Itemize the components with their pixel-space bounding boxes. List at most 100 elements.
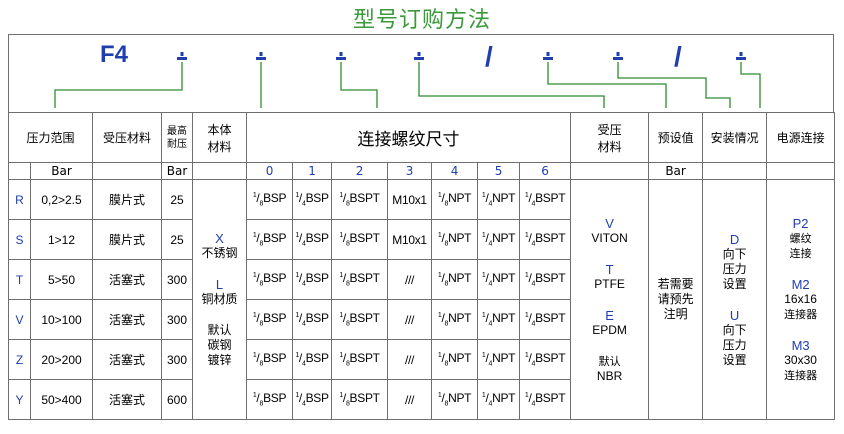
code-slot-marker bbox=[736, 57, 746, 60]
connection-cell: 1/4BSP bbox=[292, 219, 333, 260]
thread-numerator: 1 bbox=[295, 232, 299, 240]
connection-cell: 1/4BSPT bbox=[519, 179, 572, 220]
order-code-svg: F4 / / bbox=[54, 41, 761, 108]
thread-type: BSP bbox=[263, 231, 287, 246]
code-slot-marker bbox=[177, 57, 187, 60]
conn-col-2: 2 bbox=[331, 162, 389, 180]
max-pressure-value: 300 bbox=[161, 339, 194, 380]
connection-cell: 1/4NPT bbox=[477, 299, 521, 340]
conn-col-6: 6 bbox=[519, 162, 572, 180]
thread-denominator: 8 bbox=[444, 400, 449, 408]
leader-line bbox=[547, 62, 667, 108]
connection-cell: 1/4NPT bbox=[477, 219, 521, 260]
thread-type: /// bbox=[404, 392, 415, 407]
body-default-2: 碳钢 bbox=[207, 338, 232, 352]
thread-denominator: 4 bbox=[301, 240, 306, 248]
thread-numerator: 1 bbox=[481, 392, 486, 400]
thread-denominator: 8 bbox=[345, 200, 350, 208]
thread-numerator: 1 bbox=[437, 232, 442, 240]
thread-numerator: 1 bbox=[481, 232, 486, 240]
connection-cell: 1/8BSPT bbox=[331, 299, 389, 340]
header-max-pressure-line2: 耐压 bbox=[167, 138, 188, 150]
thread-type: NPT bbox=[492, 311, 516, 326]
thread-denominator: 4 bbox=[301, 360, 306, 368]
code-slot-dot bbox=[180, 52, 184, 56]
code-slot-dot bbox=[417, 52, 421, 56]
thread-type: BSPT bbox=[535, 311, 566, 326]
connection-cell: 1/8BSP bbox=[246, 219, 294, 260]
thread-denominator: 8 bbox=[345, 400, 350, 408]
thread-denominator: 8 bbox=[259, 280, 264, 288]
leader-line bbox=[418, 62, 605, 108]
seal-code-e: E bbox=[605, 307, 614, 323]
leader-lines bbox=[54, 62, 761, 108]
thread-numerator: 1 bbox=[295, 392, 299, 400]
thread-type: M10x1 bbox=[392, 192, 427, 207]
thread-denominator: 8 bbox=[259, 400, 264, 408]
conn-col-0: 0 bbox=[246, 162, 294, 180]
connection-cell: 1/8NPT bbox=[431, 219, 479, 260]
thread-type: BSPT bbox=[349, 271, 380, 286]
thread-type: BSP bbox=[263, 311, 287, 326]
header-mounting: 安装情况 bbox=[702, 112, 768, 163]
connection-cell: /// bbox=[387, 379, 433, 420]
thread-type: BSPT bbox=[535, 191, 566, 206]
power-m2-size: 16x16 bbox=[784, 292, 817, 306]
pressure-range-value: 20>200 bbox=[29, 339, 94, 380]
thread-type: NPT bbox=[448, 351, 472, 366]
thread-denominator: 8 bbox=[444, 320, 449, 328]
thread-type: BSPT bbox=[349, 231, 380, 246]
mount-u-line2: 压力 bbox=[722, 337, 747, 352]
thread-type: /// bbox=[404, 312, 415, 327]
thread-numerator: 1 bbox=[437, 392, 442, 400]
subheader-material-blank bbox=[92, 162, 163, 180]
page-title: 型号订购方法 bbox=[352, 8, 491, 33]
connection-cell: 1/8NPT bbox=[431, 179, 479, 220]
thread-type: /// bbox=[404, 352, 415, 367]
connection-cell: 1/4BSPT bbox=[519, 379, 572, 420]
connection-cell: 1/8BSP bbox=[246, 179, 294, 220]
mount-u-line1: 向下 bbox=[722, 322, 747, 337]
header-max-pressure-line1: 最高 bbox=[167, 125, 188, 137]
connection-cell: 1/4BSPT bbox=[519, 299, 572, 340]
thread-numerator: 1 bbox=[437, 352, 442, 360]
body-code-x: X bbox=[215, 231, 224, 246]
thread-numerator: 1 bbox=[437, 312, 442, 320]
thread-denominator: 4 bbox=[488, 400, 493, 408]
code-slot-dot bbox=[546, 52, 550, 56]
max-pressure-value: 300 bbox=[161, 299, 194, 340]
power-code-m2: M2 bbox=[791, 277, 810, 292]
sensing-material-value: 膜片式 bbox=[92, 179, 163, 220]
max-pressure-value: 300 bbox=[161, 259, 194, 300]
thread-denominator: 8 bbox=[259, 320, 264, 328]
separator-slash-1: / bbox=[485, 41, 493, 72]
max-pressure-value: 25 bbox=[161, 219, 194, 260]
thread-numerator: 1 bbox=[339, 272, 343, 280]
connection-cell: /// bbox=[387, 339, 433, 380]
thread-numerator: 1 bbox=[295, 272, 299, 280]
subheader-bar-maxp: Bar bbox=[161, 162, 194, 180]
connection-cell: 1/8BSP bbox=[246, 379, 294, 420]
code-slot-marker bbox=[543, 57, 553, 60]
sensing-material-value: 膜片式 bbox=[92, 219, 163, 260]
seal-code-v: V bbox=[605, 215, 614, 231]
subheader-power-blank bbox=[766, 162, 836, 180]
thread-numerator: 1 bbox=[524, 312, 529, 320]
pressure-range-value: 0,2>2.5 bbox=[29, 179, 94, 220]
connection-cell: 1/4NPT bbox=[477, 339, 521, 380]
subheader-bar-range: Bar bbox=[29, 162, 94, 180]
thread-denominator: 8 bbox=[345, 360, 350, 368]
pressure-range-value: 10>100 bbox=[29, 299, 94, 340]
thread-numerator: 1 bbox=[252, 312, 257, 320]
connection-cell: 1/8BSPT bbox=[331, 259, 389, 300]
sensing-material-value: 活塞式 bbox=[92, 379, 163, 420]
header-power-connection: 电源连接 bbox=[766, 112, 836, 163]
thread-numerator: 1 bbox=[339, 312, 343, 320]
mount-d-line1: 向下 bbox=[722, 246, 747, 261]
